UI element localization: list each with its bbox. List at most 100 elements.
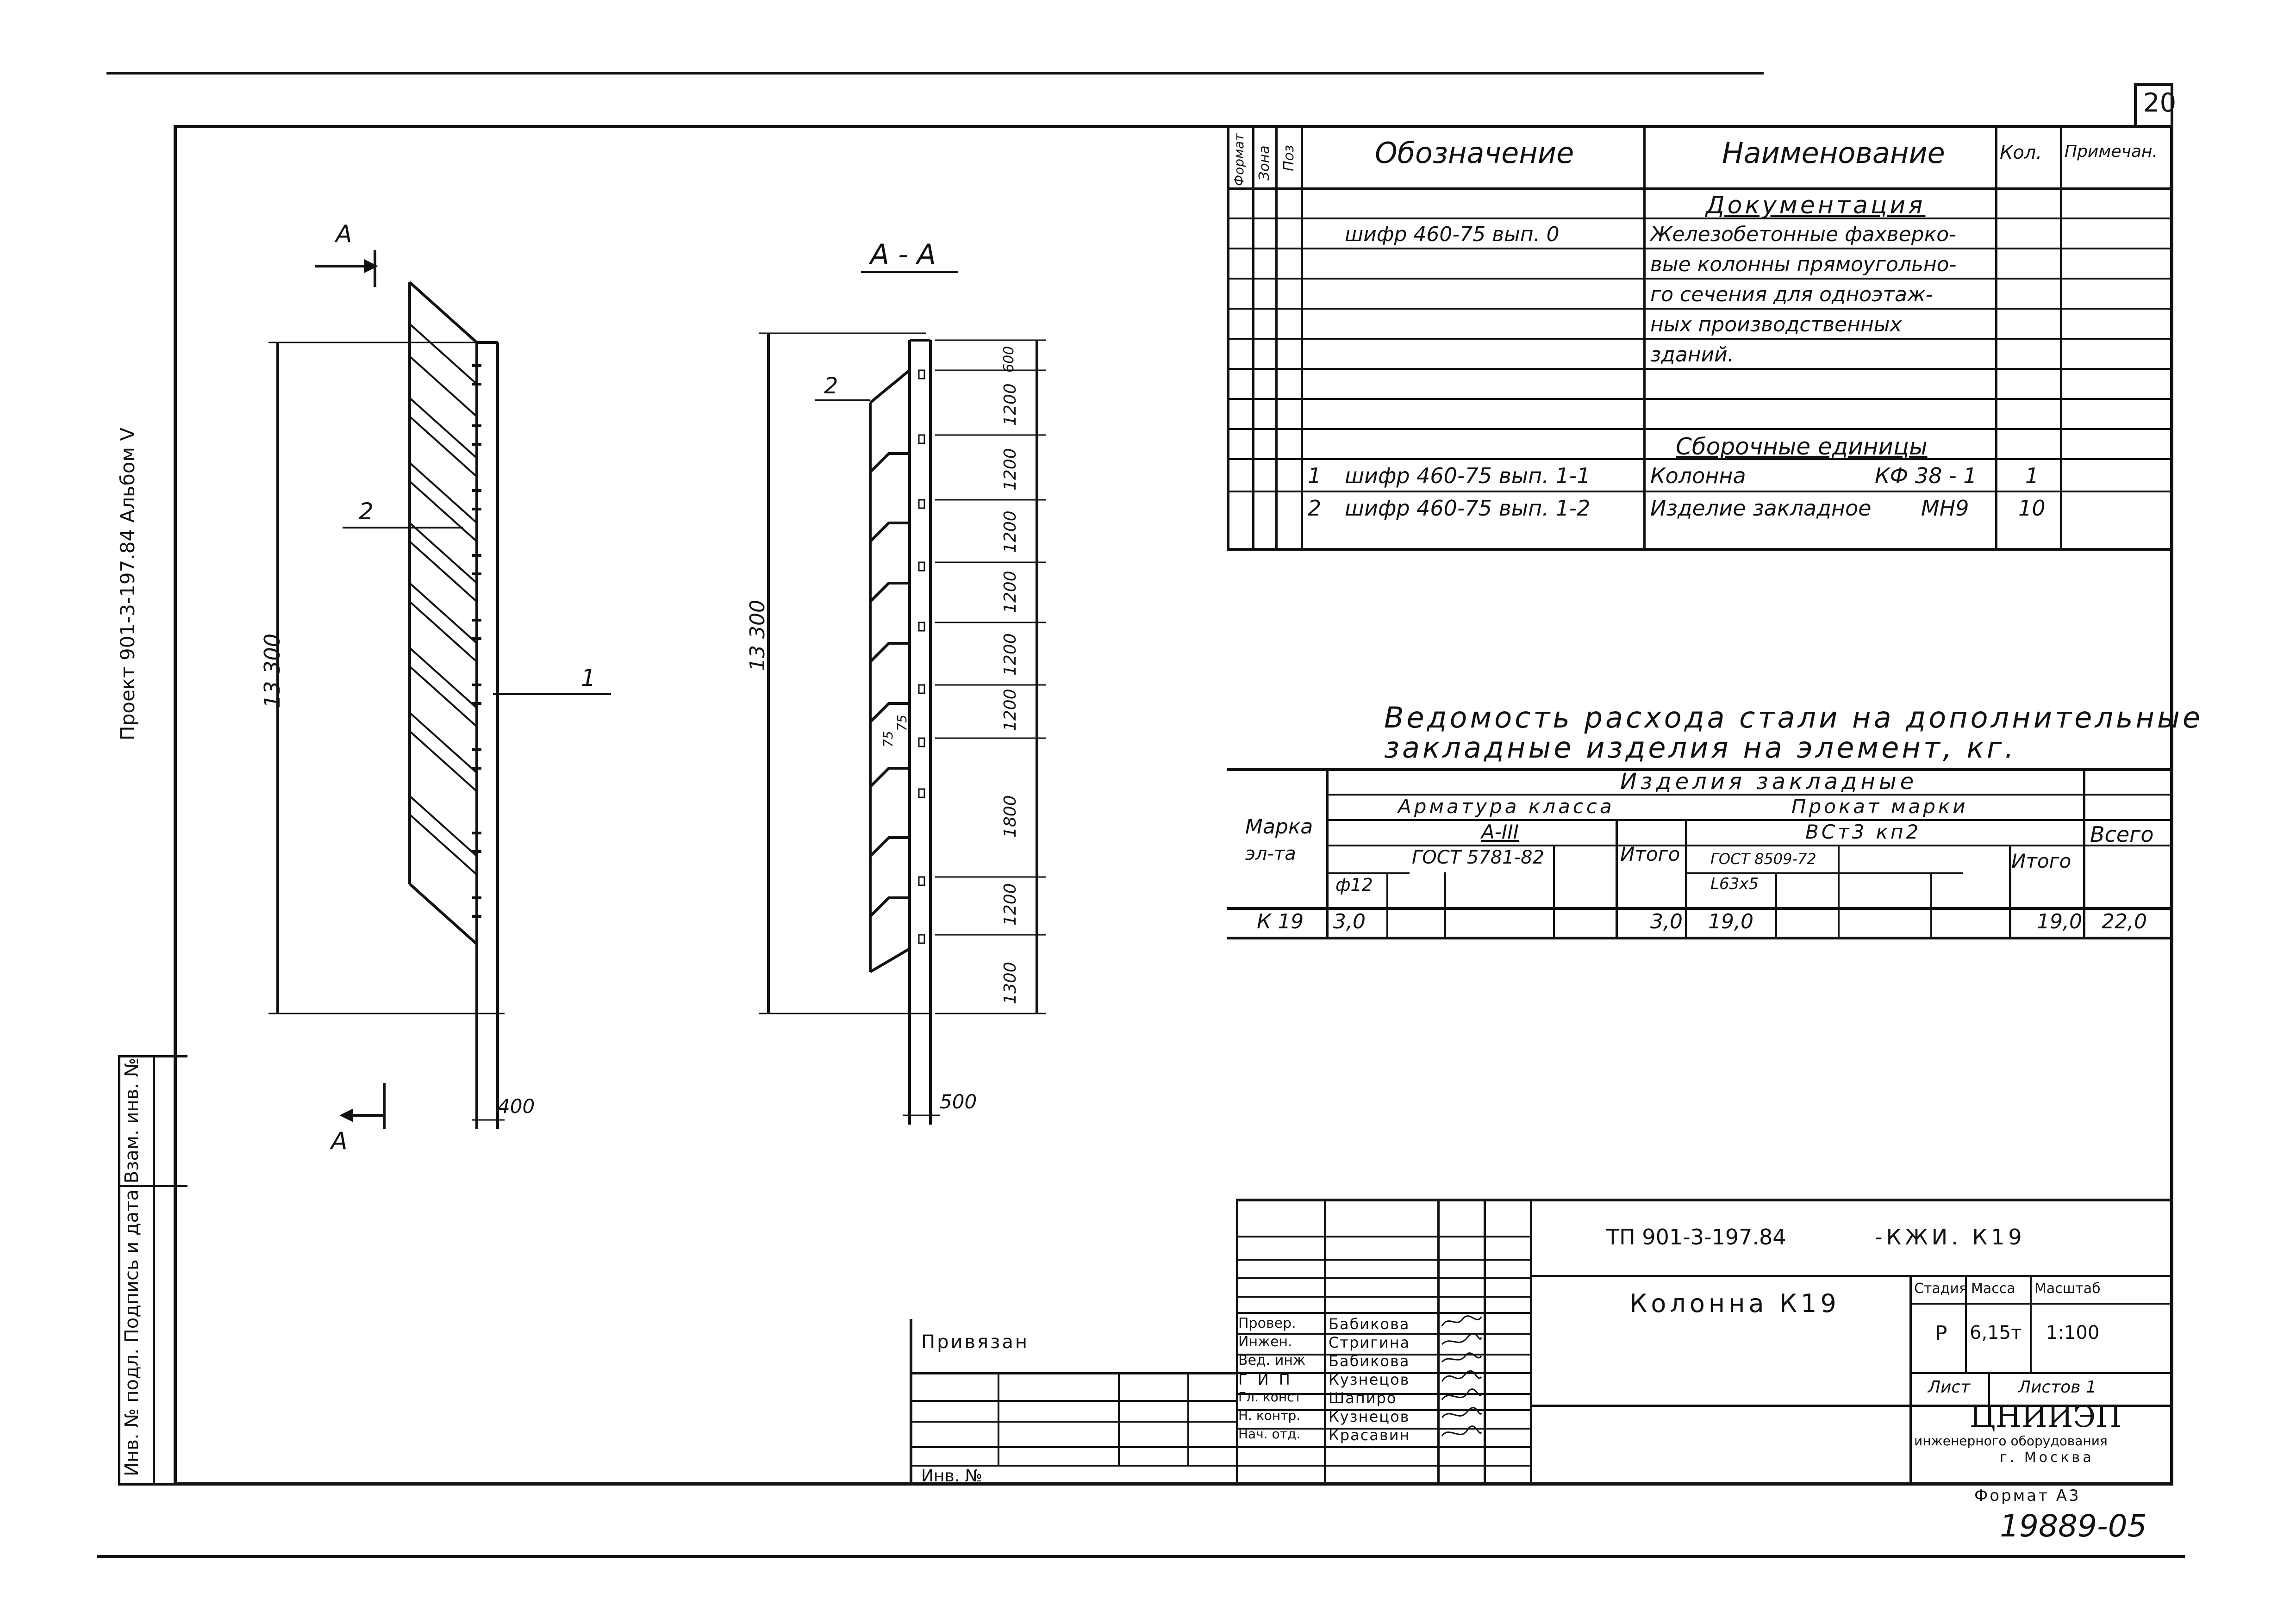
role-name-3: Кузнецов [1329, 1371, 1410, 1388]
steel-h-rolled-gost: ГОСТ 8509-72 [1710, 850, 1816, 868]
steel-h-total-rolled: Итого [2011, 850, 2071, 872]
spec-h-pos: Поз [1281, 145, 1297, 171]
sheet-label: Лист [1928, 1378, 1971, 1397]
role-6: Нач. отд. [1238, 1426, 1301, 1442]
column-elevation [268, 250, 611, 1129]
spec-row-2-name: Изделие закладное [1650, 496, 1872, 521]
spec-section-documentation: Документация [1706, 192, 1926, 219]
page-number-box [2134, 83, 2173, 128]
segment-dim-8: 1200 [1001, 883, 1020, 926]
steel-row-rebar-total: 3,0 [1650, 910, 1683, 933]
steel-h-rebar-class: А-III [1481, 821, 1519, 843]
side-stamp: Проект 901-3-197.84 Альбом V [116, 427, 139, 740]
section-title-underline [861, 271, 958, 273]
spec-h-zone: Зона [1256, 145, 1273, 180]
spec-row-1-designation: шифр 460-75 вып. 1-1 [1345, 463, 1591, 488]
steel-row-rebar: 3,0 [1333, 910, 1366, 933]
segment-dim-2: 1200 [1001, 448, 1020, 491]
spec-row-1-mark: КФ 38 - 1 [1875, 463, 1977, 488]
drawing-number: 19889-05 [2000, 1508, 2147, 1544]
segment-dim-1: 1200 [1001, 383, 1020, 426]
mass-value: 6,15т [1970, 1322, 2022, 1343]
steel-h-rebar-dia: ф12 [1335, 875, 1373, 895]
role-name-0: Бабикова [1329, 1315, 1410, 1333]
drawing-frame [174, 125, 2173, 1486]
role-name-1: Стригина [1329, 1334, 1410, 1351]
spec-section-assembly: Сборочные единицы [1676, 433, 1928, 460]
steel-h-mark2: эл-та [1245, 843, 1296, 864]
side-left-text: Инв. № подл. Подпись и дата Взам. инв. № [121, 1057, 143, 1476]
spec-doc-name-4: зданий. [1650, 343, 1734, 367]
org-line-2: инженерного оборудования [1914, 1433, 2108, 1449]
binding-divider [153, 1055, 155, 1486]
role-name-2: Бабикова [1329, 1352, 1410, 1370]
steel-h-mark: Марка [1245, 815, 1313, 839]
steel-h-rolled: Прокат марки [1791, 795, 1968, 818]
scale-label: Масштаб [2034, 1281, 2101, 1297]
org-line-1: ЦНИИЭП [1970, 1400, 2122, 1434]
spec-h-name: Наименование [1722, 136, 1945, 170]
steel-row-all: 22,0 [2102, 910, 2147, 933]
doc-name: Колонна К19 [1629, 1289, 1840, 1318]
spec-doc-name-3: ных производственных [1650, 313, 1902, 336]
role-5: Н. контр. [1238, 1408, 1301, 1423]
cut-label-top: А [336, 220, 352, 248]
segment-dim-0: 600 [1001, 346, 1017, 373]
segment-dim-4: 1200 [1001, 571, 1020, 613]
privyazan-block [910, 1319, 1238, 1486]
steel-title-2: закладные изделия на элемент, кг. [1384, 731, 2017, 765]
inv-label: Инв. № [921, 1467, 983, 1486]
privyazan-label: Привязан [921, 1331, 1029, 1353]
format-label: Формат А3 [1974, 1486, 2081, 1505]
steel-h-group: Изделия закладные [1620, 769, 1918, 795]
role-2: Вед. инж [1238, 1352, 1305, 1368]
signatures [1441, 1315, 1482, 1436]
callout-2-section: 2 [824, 373, 838, 399]
segment-dim-5: 1200 [1001, 633, 1020, 676]
role-name-6: Красавин [1329, 1426, 1410, 1444]
steel-row-rolled-total: 19,0 [2037, 910, 2082, 933]
top-rule [106, 72, 1764, 75]
steel-h-all: Всего [2090, 822, 2154, 847]
column-section [759, 332, 1046, 1125]
dim-height-section: 13 300 [746, 600, 769, 671]
doc-code: ТП 901-3-197.84 [1606, 1225, 1786, 1250]
spec-row-2-qty: 10 [2018, 496, 2046, 521]
steel-row-mark: К 19 [1257, 910, 1304, 933]
dim-width-section: 500 [940, 1090, 977, 1113]
steel-table [1227, 768, 2173, 939]
spec-doc-name-2: го сечения для одноэтаж- [1650, 283, 1933, 306]
steel-row-rolled: 19,0 [1708, 910, 1753, 933]
small-dim-a: 75 [880, 731, 896, 747]
spec-doc-name-1: вые колонны прямоугольно- [1650, 253, 1957, 276]
binding-divider-2 [118, 1185, 187, 1187]
section-title: А - А [870, 238, 936, 271]
segment-dim-6: 1200 [1001, 689, 1020, 731]
spec-row-2-mark: МН9 [1921, 496, 1969, 521]
steel-h-rolled-size: L63x5 [1710, 875, 1759, 893]
cut-label-bottom: А [331, 1127, 348, 1155]
spec-h-note: Примечан. [2065, 142, 2158, 161]
segment-dim-3: 1200 [1001, 510, 1020, 553]
steel-h-rebar-gost: ГОСТ 5781-82 [1412, 847, 1544, 868]
callout-2-left: 2 [359, 498, 374, 525]
doc-suffix: -КЖИ. К19 [1875, 1225, 2026, 1250]
steel-h-total-rebar: Итого [1620, 843, 1680, 865]
role-name-5: Кузнецов [1329, 1408, 1410, 1425]
title-block [910, 1199, 2173, 1486]
dim-width-left: 400 [498, 1095, 535, 1118]
spec-row-1-name: Колонна [1650, 463, 1746, 488]
spec-row-1-qty: 1 [2025, 463, 2039, 488]
dim-height-left: 13 300 [260, 634, 285, 708]
role-3: Г И П [1238, 1371, 1293, 1388]
bottom-rule [97, 1555, 2185, 1558]
segment-dim-7: 1800 [1001, 795, 1020, 838]
page-number: 20 [2143, 88, 2177, 118]
role-0: Провер. [1238, 1315, 1296, 1331]
sheets-label: Листов 1 [2018, 1378, 2096, 1397]
spec-table [1227, 125, 2173, 551]
spec-row-2-designation: шифр 460-75 вып. 1-2 [1345, 496, 1591, 521]
spec-row-2-pos: 2 [1308, 496, 1322, 521]
spec-h-qty: Кол. [2000, 142, 2042, 163]
stage-value: Р [1935, 1322, 1947, 1345]
